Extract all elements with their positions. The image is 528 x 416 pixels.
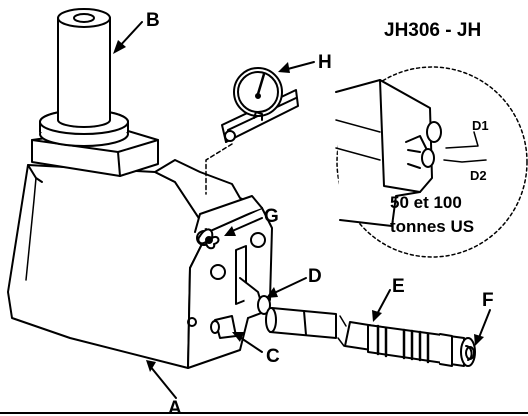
label-d2: D2 <box>470 168 487 183</box>
callout-leaders <box>117 21 491 399</box>
label-a: A <box>168 398 182 416</box>
hydraulic-ports <box>187 245 271 339</box>
inset-note-line2: tonnes US <box>390 217 474 236</box>
inset-note-line1: 50 et 100 <box>390 193 462 212</box>
ram-column <box>57 8 111 128</box>
label-f: F <box>482 290 494 311</box>
label-g: G <box>264 206 279 227</box>
label-b: B <box>146 10 160 31</box>
label-h: H <box>318 52 332 73</box>
pressure-gauge <box>221 67 299 143</box>
inset-detail <box>335 66 528 258</box>
label-d: D <box>308 266 322 287</box>
hose-assembly <box>265 307 465 367</box>
label-c: C <box>266 346 280 367</box>
label-e: E <box>392 276 405 297</box>
label-d1: D1 <box>472 118 489 133</box>
arrowheads <box>113 40 484 372</box>
coupler-end <box>460 337 476 367</box>
gauge-connection-line <box>205 143 233 195</box>
model-title: JH306 - JH <box>384 20 481 41</box>
release-valve <box>196 228 266 280</box>
